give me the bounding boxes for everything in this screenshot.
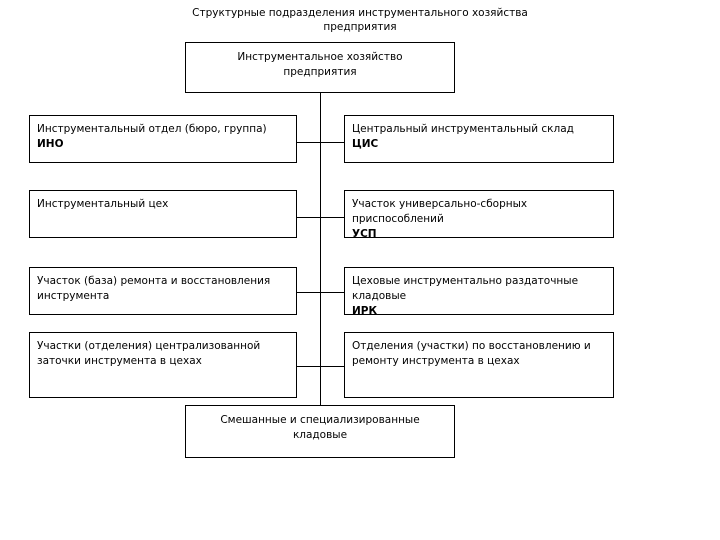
node-left-3-label: Участок (база) ремонта и восстановления …: [37, 275, 271, 302]
node-left-2-label: Инструментальный цех: [37, 198, 169, 210]
node-left-1-abbr: ИНО: [37, 138, 64, 150]
diagram-title: Структурные подразделения инструментальн…: [192, 7, 528, 33]
node-root[interactable]: Инструментальное хозяйство предприятия: [185, 42, 455, 93]
node-right-4-label: Отделения (участки) по восстановлению и …: [352, 340, 591, 367]
node-left-1[interactable]: Инструментальный отдел (бюро, группа) ИН…: [29, 115, 297, 163]
node-right-2-abbr: УСП: [352, 228, 377, 240]
connector-right-4: [320, 366, 345, 367]
node-left-3[interactable]: Участок (база) ремонта и восстановления …: [29, 267, 297, 315]
node-left-1-label: Инструментальный отдел (бюро, группа): [37, 123, 267, 135]
node-bottom[interactable]: Смешанные и специализированные кладовые: [185, 405, 455, 458]
node-bottom-label: Смешанные и специализированные кладовые: [220, 414, 420, 441]
node-left-4[interactable]: Участки (отделения) централизованной зат…: [29, 332, 297, 398]
node-right-2[interactable]: Участок универсально-сборных приспособле…: [344, 190, 614, 240]
node-right-1-label: Центральный инструментальный склад: [352, 123, 574, 135]
node-right-3-abbr: ИРК: [352, 305, 378, 317]
node-right-1-abbr: ЦИС: [352, 138, 379, 150]
node-right-3-label: Цеховые инструментально раздаточные клад…: [352, 275, 579, 302]
connector-left-3: [296, 292, 321, 293]
node-right-1[interactable]: Центральный инструментальный склад ЦИС: [344, 115, 614, 163]
node-right-3[interactable]: Цеховые инструментально раздаточные клад…: [344, 267, 614, 317]
connector-left-2: [296, 217, 321, 218]
node-right-4[interactable]: Отделения (участки) по восстановлению и …: [344, 332, 614, 398]
node-root-label: Инструментальное хозяйство предприятия: [237, 51, 403, 78]
node-left-4-label: Участки (отделения) централизованной зат…: [37, 340, 261, 367]
connector-left-1: [296, 142, 321, 143]
connector-spine: [320, 92, 321, 405]
connector-right-3: [320, 292, 345, 293]
node-right-2-label: Участок универсально-сборных приспособле…: [352, 198, 528, 225]
connector-left-4: [296, 366, 321, 367]
node-left-2[interactable]: Инструментальный цех: [29, 190, 297, 238]
connector-right-1: [320, 142, 345, 143]
connector-right-2: [320, 217, 345, 218]
